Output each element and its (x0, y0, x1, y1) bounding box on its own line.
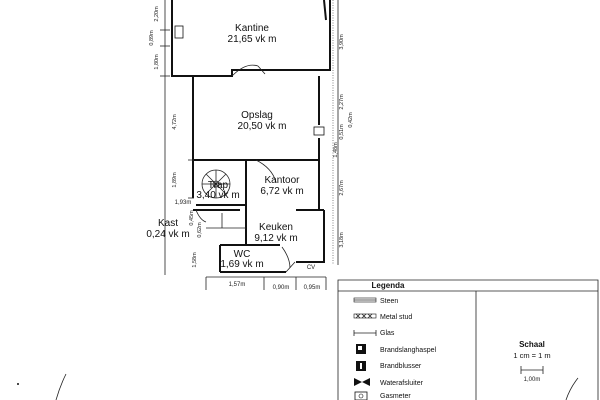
stair-spiral (201, 169, 231, 199)
decorative-curve-right (565, 377, 579, 400)
legend-item-3: Brandslanghaspel (380, 347, 436, 354)
room-kast-area: 0,24 vk m (146, 229, 189, 240)
scale-ratio: 1 cm = 1 m (513, 351, 550, 360)
dim-right-267: 2,67m (339, 180, 345, 196)
dim-left-472: 4,72m (172, 114, 178, 130)
dim-bottom-157: 1,57m (229, 282, 246, 288)
dimension-lines (160, 0, 339, 290)
room-keuken-name: Keuken (259, 222, 293, 233)
fire-hose-reel-legend-icon (356, 344, 366, 354)
decorative-dot (17, 383, 19, 385)
dim-bottom-095: 0,95m (304, 285, 321, 291)
room-kast-name: Kast (158, 218, 178, 229)
room-cv-name: CV (307, 265, 315, 271)
legend-item-6: Gasmeter (380, 393, 411, 400)
dim-left-180: 1,80m (154, 54, 160, 70)
dim-right-318: 3,18m (339, 232, 345, 248)
room-trap-name: Trap (208, 180, 229, 191)
dim-left-062: 0,62m (197, 222, 203, 238)
dim-right-227: 2,27m (339, 94, 345, 110)
dim-left-158: 1,58m (192, 252, 198, 268)
room-opslag-name: Opslag (241, 110, 273, 121)
scale-bar-label: 1,00m (524, 377, 541, 383)
legend-title: Legenda (372, 281, 405, 290)
room-kantine-name: Kantine (235, 23, 269, 34)
room-keuken-area: 9,12 vk m (254, 233, 297, 244)
room-wc-area: 1,69 vk m (220, 259, 263, 270)
dim-left-089: 0,89m (149, 30, 155, 46)
dim-bottom-090: 0,90m (273, 285, 290, 291)
building-outline (171, 0, 331, 273)
fire-extinguisher-legend-icon (356, 361, 366, 371)
wall-fixture-icon (313, 126, 325, 136)
legend-item-1: Metal stud (380, 314, 412, 321)
glass-line-icon (353, 330, 377, 336)
dim-left-193: 1,93m (175, 200, 192, 206)
room-wc-name: WC (234, 249, 251, 260)
doors (195, 64, 296, 273)
gas-meter-legend-icon (354, 391, 368, 400)
legend: Legenda Steen Metal stud Glas Brandslang… (337, 279, 599, 400)
room-trap-area: 3,40 vk m (196, 190, 239, 201)
legend-item-5: Waterafsluiter (380, 380, 424, 387)
legend-item-0: Steen (380, 298, 398, 305)
water-valve-legend-icon (354, 378, 370, 386)
fire-hose-reel-icon (174, 25, 184, 39)
room-kantoor-name: Kantoor (264, 175, 300, 186)
dim-left-045: 0,45m (189, 210, 195, 226)
room-kantine-area: 21,65 vk m (228, 34, 277, 45)
dim-right-042: 0,42m (348, 112, 354, 128)
metal-stud-pattern-icon (353, 313, 377, 319)
scale: Schaal 1 cm = 1 m 1,00m (513, 340, 550, 383)
scale-title: Schaal (519, 340, 545, 349)
dim-right-390: 3,90m (339, 34, 345, 50)
room-kantoor-area: 6,72 vk m (260, 186, 303, 197)
dim-right-051: 0,51m (339, 124, 345, 140)
legend-item-4: Brandblusser (380, 363, 422, 370)
legend-item-2: Glas (380, 330, 395, 337)
room-opslag-area: 20,50 vk m (238, 121, 287, 132)
dim-left-189: 1,89m (172, 172, 178, 188)
dim-right-148: 1,48m (333, 142, 339, 158)
dim-left-220: 2,20m (154, 6, 160, 22)
decorative-curve-left (55, 373, 67, 400)
